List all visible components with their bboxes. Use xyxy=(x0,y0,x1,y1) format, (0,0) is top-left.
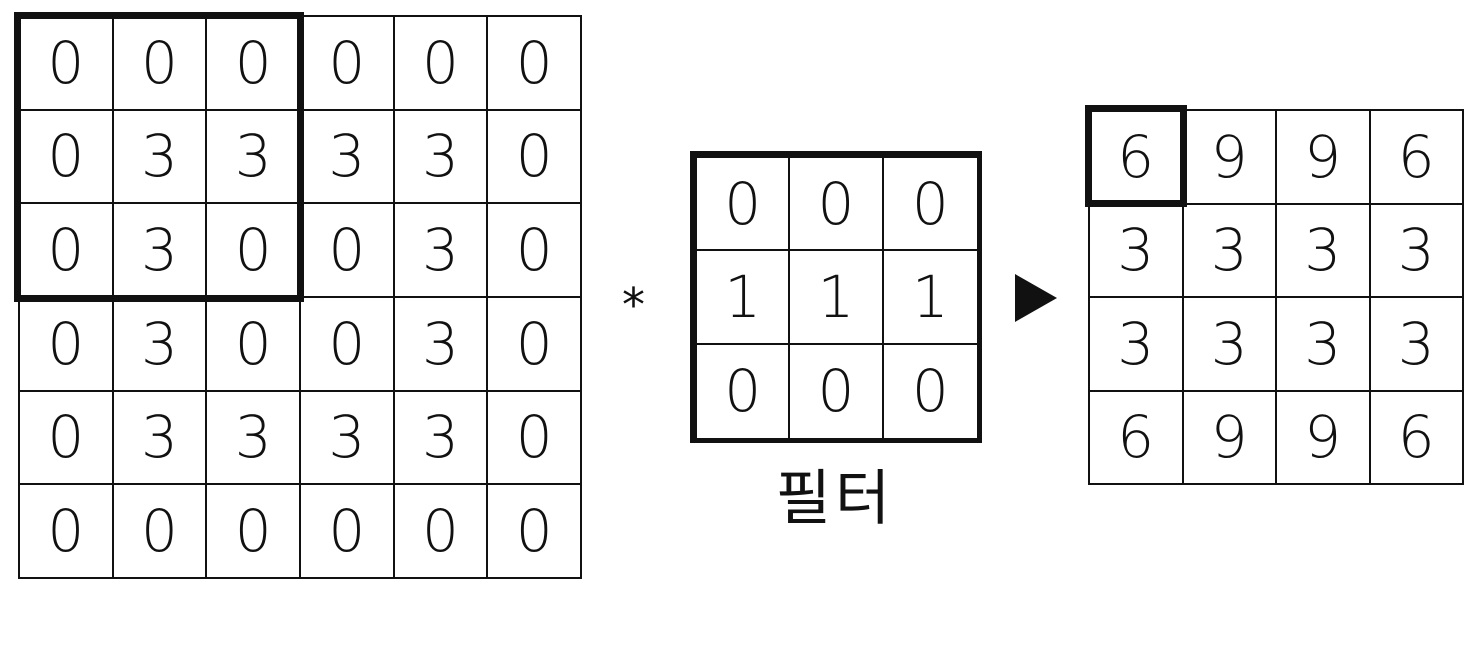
filter-cell: 1 xyxy=(697,251,791,345)
input-cell: 3 xyxy=(113,391,208,486)
input-cell: 0 xyxy=(113,485,208,579)
input-cell: 0 xyxy=(207,297,301,392)
filter-cell: 0 xyxy=(911,357,949,426)
filter-cell: 1 xyxy=(790,251,884,345)
input-cell: 0 xyxy=(20,17,114,111)
input-cell: 0 xyxy=(488,110,582,205)
input-cell: 0 xyxy=(394,17,489,111)
input-cell: 3 xyxy=(113,110,208,205)
output-cell: 3 xyxy=(1277,204,1371,298)
filter-label: 필터 xyxy=(775,464,895,534)
output-cell: 3 xyxy=(1090,298,1184,392)
output-cell: 6 xyxy=(1370,391,1464,485)
input-cell: 3 xyxy=(113,204,208,298)
input-cell: 3 xyxy=(207,110,301,205)
input-cell: 0 xyxy=(300,17,395,111)
output-cell: 3 xyxy=(1370,204,1464,298)
input-cell: 0 xyxy=(488,485,582,579)
filter-cell: 1 xyxy=(883,251,977,345)
output-cell: 6 xyxy=(1090,391,1184,485)
input-cell: 3 xyxy=(394,204,489,298)
filter-cell: 0 xyxy=(697,158,791,252)
right-triangle-arrow-icon xyxy=(1015,274,1057,322)
input-cell: 0 xyxy=(488,17,582,111)
input-cell: 3 xyxy=(300,110,395,205)
output-cell: 9 xyxy=(1183,111,1277,205)
output-cell: 3 xyxy=(1183,298,1277,392)
input-cell: 3 xyxy=(300,391,395,486)
input-cell: 3 xyxy=(207,391,301,486)
input-cell: 0 xyxy=(20,485,114,579)
input-cell: 0 xyxy=(20,204,114,298)
input-cell: 0 xyxy=(20,297,114,392)
output-cell: 6 xyxy=(1370,111,1464,205)
filter-cell: 0 xyxy=(790,158,884,252)
input-cell: 0 xyxy=(207,485,301,579)
input-cell: 0 xyxy=(488,297,582,392)
output-cell: 3 xyxy=(1277,298,1371,392)
input-cell: 0 xyxy=(488,391,582,486)
input-cell: 3 xyxy=(394,297,489,392)
input-cell: 0 xyxy=(207,17,301,111)
input-cell: 0 xyxy=(488,204,582,298)
input-cell: 3 xyxy=(394,391,489,486)
filter-cell: 0 xyxy=(883,158,977,252)
output-cell: 3 xyxy=(1090,204,1184,298)
input-cell: 0 xyxy=(394,485,489,579)
input-cell: 3 xyxy=(394,110,489,205)
output-cell: 3 xyxy=(1183,204,1277,298)
input-cell: 0 xyxy=(300,485,395,579)
input-cell: 0 xyxy=(207,204,301,298)
input-cell: 0 xyxy=(113,17,208,111)
input-cell: 0 xyxy=(300,297,395,392)
filter-cell: 0 xyxy=(697,344,791,438)
output-cell: 9 xyxy=(1277,391,1371,485)
input-cell: 0 xyxy=(20,391,114,486)
input-cell: 0 xyxy=(300,204,395,298)
filter-cell: 0 xyxy=(790,344,884,438)
convolution-operator: * xyxy=(622,278,645,332)
output-cell: 9 xyxy=(1277,111,1371,205)
input-cell: 0 xyxy=(20,110,114,205)
output-cell: 9 xyxy=(1183,391,1277,485)
output-cell: 6 xyxy=(1090,111,1184,205)
output-cell: 3 xyxy=(1370,298,1464,392)
input-cell: 3 xyxy=(113,297,208,392)
